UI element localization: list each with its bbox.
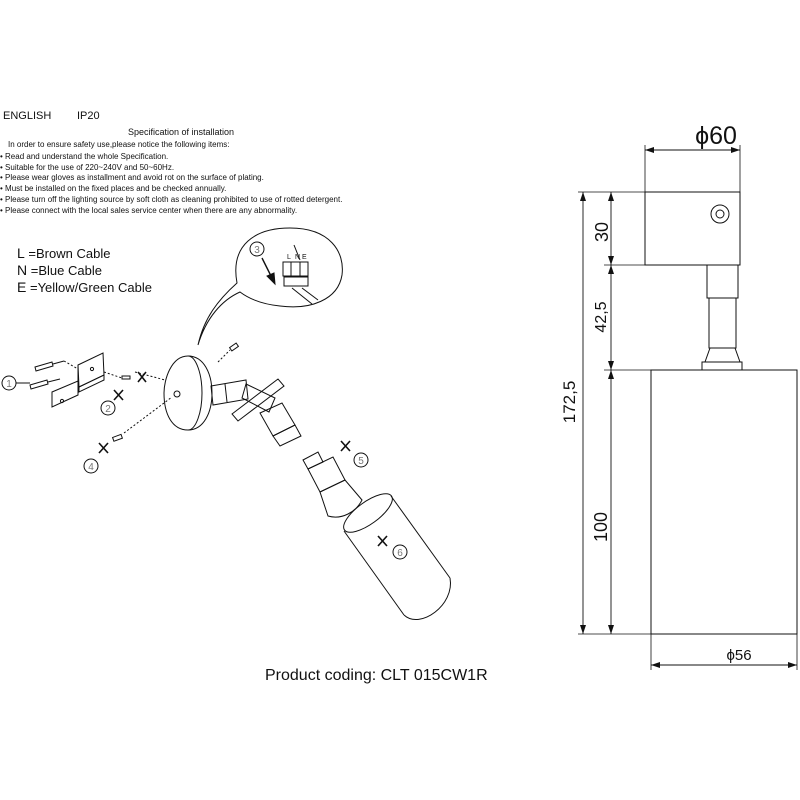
wall-plug-icon [29,378,61,390]
terminal-label: E [302,254,307,261]
step-marker-1: 1 [1,375,30,391]
notice-text: Read and understand the whole Specificat… [5,152,169,161]
legend-text: Yellow/Green Cable [37,280,152,295]
legend-key: L [17,245,25,261]
ip-rating: IP20 [77,110,100,122]
dim-body-height: 100 [591,512,611,542]
dimension-view: ϕ60 ϕ56 30 42,5 172,5 100 [560,122,798,670]
lamp-holder [259,402,302,447]
notice-item: • Suitable for the use of 220~240V and 5… [0,162,175,172]
step-marker-5: 5 [353,452,369,468]
screw-icon [121,375,131,380]
terminal-block: L N E [282,244,319,305]
step-marker-6: 6 [392,544,408,560]
notice-item: • Read and understand the whole Specific… [0,152,169,161]
screw-icon [228,342,240,352]
terminal-label: L [287,254,291,261]
step-number: 1 [6,379,12,390]
notice-text: Must be installed on the fixed places an… [5,184,227,194]
exploded-view: 1 2 4 5 6 3 L [1,227,451,621]
leader-line [103,371,123,379]
legend-item-neutral: N =Blue Cable [17,262,102,278]
notice-text: Please wear gloves as installment and av… [5,173,264,183]
legend-text: Brown Cable [36,246,111,261]
product-coding: Product coding: CLT 015CW1R [265,667,488,684]
mounting-bracket [51,352,105,408]
step-number: 5 [358,456,364,467]
legend-text: Blue Cable [38,263,102,278]
step-number: 4 [88,462,94,473]
notice-text: Suitable for the use of 220~240V and 50~… [5,162,175,172]
spec-title: Specification of installation [128,127,235,137]
arrow-icon [261,257,276,286]
leader-line [63,360,79,370]
notice-item: • Please turn off the lighting source by… [0,194,343,204]
intro-text: In order to ensure safety use,please not… [8,140,230,149]
product-stem [701,264,743,371]
terminal-label: N [295,254,300,261]
notice-list: • Read and understand the whole Specific… [0,152,342,216]
legend-item-live: L =Brown Cable [17,245,111,261]
canopy [163,355,213,431]
step-number: 3 [254,245,260,256]
step-marker-2: 2 [100,400,116,416]
language-label: ENGLISH [3,110,52,122]
gu10-bulb [302,451,363,518]
swivel-arm [210,378,285,422]
notice-text: Please connect with the local sales serv… [5,205,298,215]
notice-item: • Must be installed on the fixed places … [0,184,227,194]
wall-plug-icon [34,360,65,372]
dim-bottom-diameter: ϕ56 [726,647,751,664]
dim-total-height: 172,5 [560,381,579,424]
legend-key: E [17,279,27,295]
product-base [644,191,741,266]
cable-legend: L =Brown Cable N =Blue Cable E =Yellow/G… [17,245,152,296]
notice-item: • Please wear gloves as installment and … [0,173,264,183]
leader-line [123,396,173,434]
notice-item: • Please connect with the local sales se… [0,205,298,215]
dim-top-diameter: ϕ60 [695,122,737,150]
screwdriver-icon [98,371,388,547]
step-marker-4: 4 [83,458,99,474]
step-number: 6 [397,548,403,559]
legend-key: N [17,262,28,278]
dim-base-height: 30 [592,222,612,242]
notice-text: Please turn off the lighting source by s… [5,194,343,204]
legend-item-earth: E =Yellow/Green Cable [17,279,152,295]
screw-icon [111,433,124,442]
cylinder-shade [343,493,451,621]
wiring-callout: 3 L N E [197,227,343,346]
leader-line [217,349,231,363]
base-screw [710,204,730,224]
product-body [650,369,798,635]
dim-arm-height: 42,5 [593,301,610,332]
dimension-lines [582,149,797,666]
dimension-arrows [580,147,797,668]
step-number: 2 [105,404,111,415]
